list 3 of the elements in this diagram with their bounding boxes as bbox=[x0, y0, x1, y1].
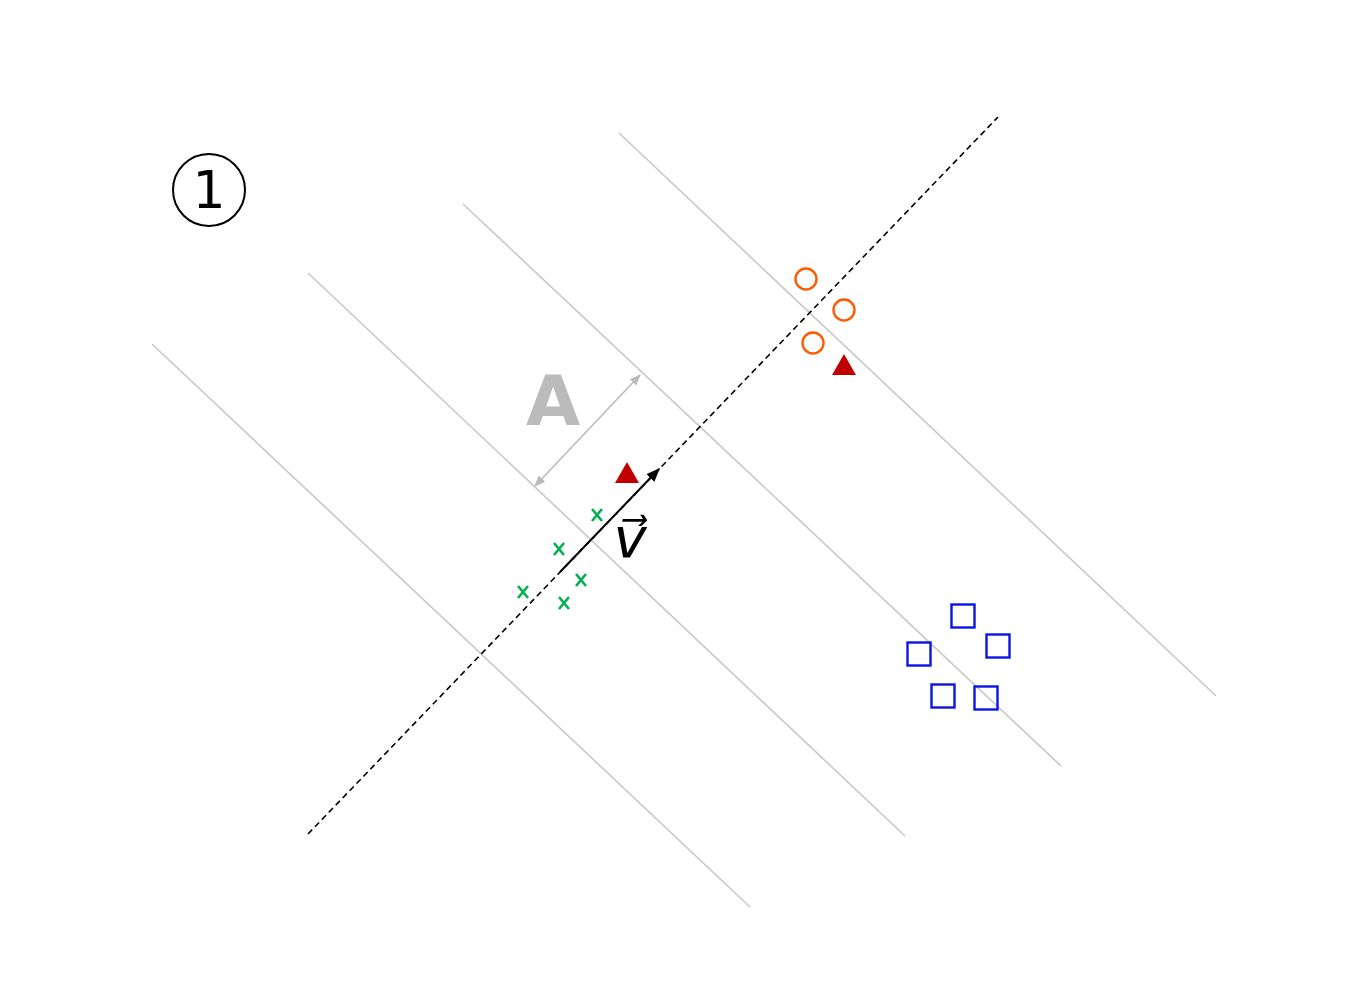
vector-label: v⃗ bbox=[613, 510, 647, 566]
panel-number: 1 bbox=[192, 164, 226, 216]
distance-label: A bbox=[526, 366, 581, 436]
